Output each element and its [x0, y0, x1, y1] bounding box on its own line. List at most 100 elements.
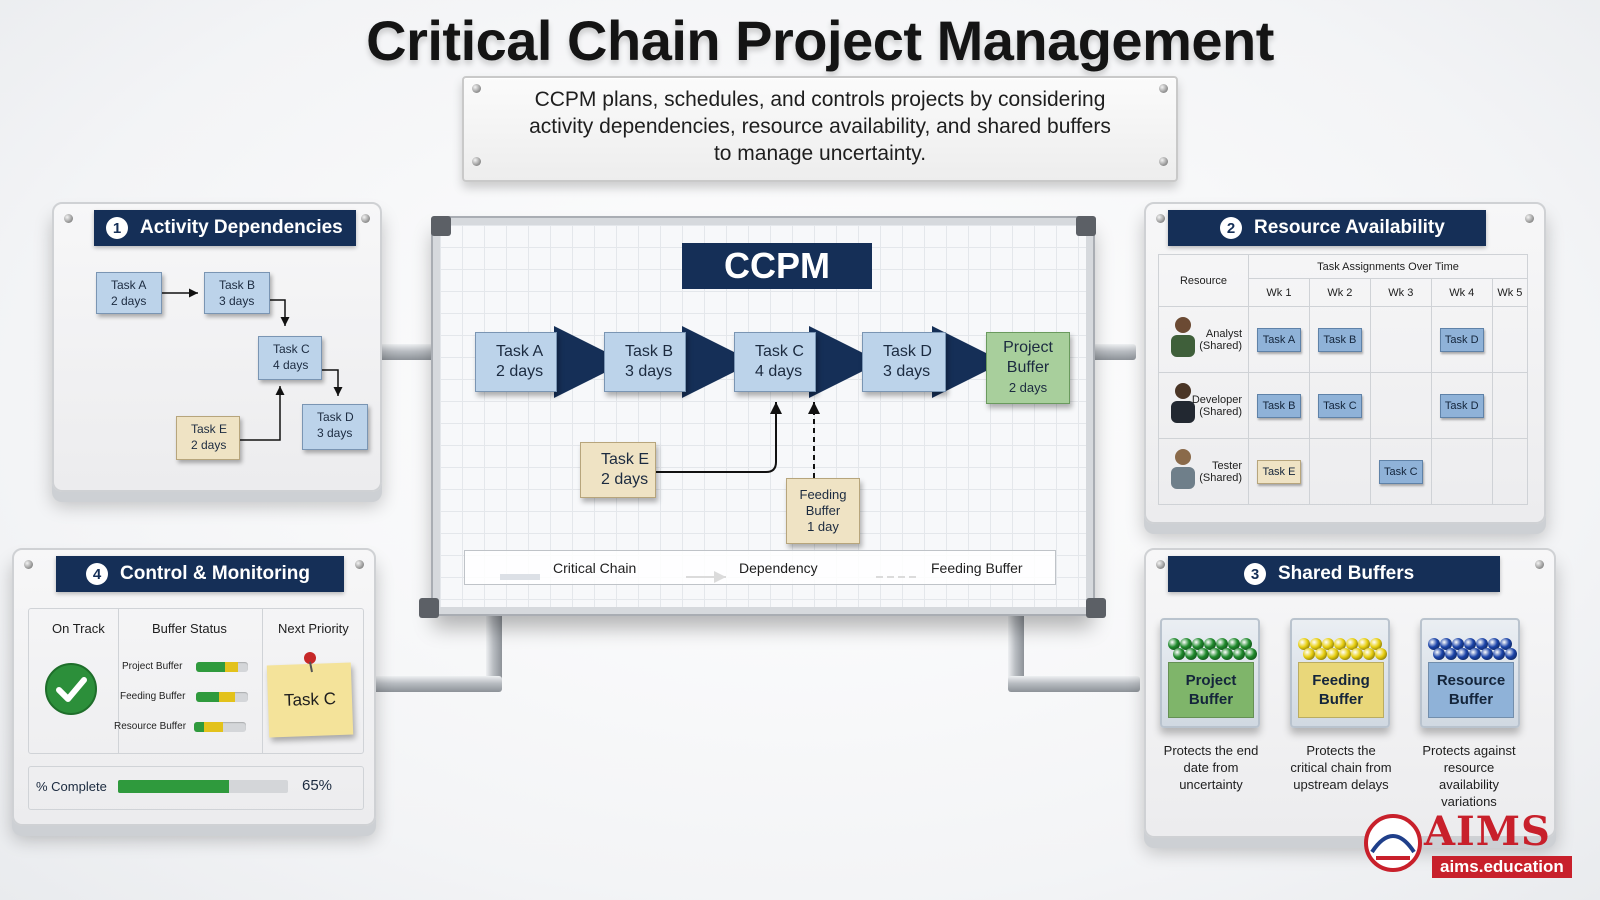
intro-plaque: CCPM plans, schedules, and controls proj… — [462, 76, 1178, 182]
buffer-ball — [1370, 638, 1382, 650]
next-priority-task: Task C — [283, 689, 337, 710]
check-icon — [45, 663, 97, 715]
buffer-ball — [1433, 648, 1445, 660]
buffer-ball — [1221, 648, 1233, 660]
activity-dependencies-title: Activity Dependencies — [140, 217, 343, 238]
buffer-ball — [1204, 638, 1216, 650]
next-priority-label: Next Priority — [278, 621, 349, 636]
analyst-avatar — [1171, 317, 1195, 357]
step-number-2: 2 — [1220, 217, 1242, 239]
resource-availability-header: 2 Resource Availability — [1168, 210, 1486, 246]
buffer-ball — [1216, 638, 1228, 650]
aims-emblem-icon — [1364, 814, 1422, 872]
control-monitoring-header: 4 Control & Monitoring — [56, 556, 344, 592]
buffer-ball — [1346, 638, 1358, 650]
step-number-4: 4 — [86, 563, 108, 585]
intro-line-3: to manage uncertainty. — [713, 142, 927, 165]
feeding-buffer-status-label: Feeding Buffer — [120, 691, 186, 702]
buffer-ball — [1488, 638, 1500, 650]
complete-value: 65% — [302, 777, 333, 794]
buffer-ball — [1445, 648, 1457, 660]
col-wk2: Wk 2 — [1308, 278, 1371, 307]
buffer-ball — [1310, 638, 1322, 650]
developer-wk2-task: Task C — [1317, 393, 1362, 418]
arrow-c-d — [322, 369, 343, 396]
pipe-right-bottom-v — [1008, 612, 1024, 684]
buffer-status-label: Buffer Status — [152, 621, 227, 636]
col-wk3: Wk 3 — [1369, 278, 1432, 307]
on-track-label: On Track — [52, 621, 105, 636]
buffer-ball — [1327, 648, 1339, 660]
table-row: Analyst(Shared) Task A Task B Task D — [1158, 306, 1529, 373]
buffer-ball — [1334, 638, 1346, 650]
shared-buffers-title: Shared Buffers — [1278, 563, 1415, 584]
buffer-ball — [1315, 648, 1327, 660]
legend-feeding-buffer: Feeding Buffer — [931, 560, 1023, 576]
col-task-assignments: Task Assignments Over Time — [1248, 254, 1528, 279]
tester-wk3-task: Task C — [1378, 459, 1423, 484]
buffer-ball — [1298, 638, 1310, 650]
buffer-ball — [1245, 648, 1257, 660]
buffer-ball — [1192, 638, 1204, 650]
resource-buffer-bar — [194, 722, 246, 732]
tester-wk1-task: Task E — [1256, 459, 1301, 484]
table-row: Developer(Shared) Task B Task C Task D — [1158, 372, 1529, 439]
buffer-ball — [1228, 638, 1240, 650]
buffer-ball — [1358, 638, 1370, 650]
col-wk4: Wk 4 — [1430, 278, 1493, 307]
legend-dependency: Dependency — [739, 560, 818, 576]
buffer-ball — [1440, 638, 1452, 650]
buffer-ball — [1500, 638, 1512, 650]
developer-avatar — [1171, 383, 1195, 423]
developer-wk1-task: Task B — [1256, 393, 1301, 418]
buffer-ball — [1428, 638, 1440, 650]
analyst-wk2-task: Task B — [1317, 327, 1362, 352]
complete-progress-bar — [118, 780, 288, 793]
table-row: Tester(Shared) Task E Task C — [1158, 438, 1529, 505]
page-title: Critical Chain Project Management — [366, 9, 1274, 72]
project-buffer-bar — [196, 662, 248, 672]
pipe-right-top — [1088, 344, 1136, 360]
pipe-right-bottom-h — [1008, 676, 1140, 692]
buffer-ball — [1180, 638, 1192, 650]
project-buffer-status-label: Project Buffer — [122, 661, 183, 672]
buffer-ball — [1452, 638, 1464, 650]
buffer-ball — [1363, 648, 1375, 660]
pushpin-icon — [304, 652, 316, 673]
analyst-wk1-task: Task A — [1256, 327, 1301, 352]
buffer-ball — [1493, 648, 1505, 660]
buffer-ball — [1464, 638, 1476, 650]
intro-line-2: activity dependencies, resource availabi… — [529, 115, 1111, 138]
buffer-ball — [1185, 648, 1197, 660]
shared-buffers-header: 3 Shared Buffers — [1168, 556, 1500, 592]
intro-line-1: CCPM plans, schedules, and controls proj… — [534, 88, 1106, 111]
buffer-ball — [1168, 638, 1180, 650]
ccpm-legend: Critical Chain Dependency Feeding Buffer — [464, 550, 1056, 585]
buffer-ball — [1209, 648, 1221, 660]
buffer-ball — [1173, 648, 1185, 660]
aims-url: aims.education — [1432, 856, 1572, 878]
col-wk1: Wk 1 — [1248, 278, 1310, 307]
buffer-ball — [1481, 648, 1493, 660]
buffer-ball — [1476, 638, 1488, 650]
resource-table: Resource Task Assignments Over Time Wk 1… — [1158, 254, 1529, 505]
step-number-1: 1 — [106, 217, 128, 239]
buffer-ball — [1240, 638, 1252, 650]
buffer-ball — [1457, 648, 1469, 660]
resource-buffer-status-label: Resource Buffer — [114, 721, 187, 732]
buffer-ball — [1322, 638, 1334, 650]
complete-label: % Complete — [36, 779, 107, 794]
